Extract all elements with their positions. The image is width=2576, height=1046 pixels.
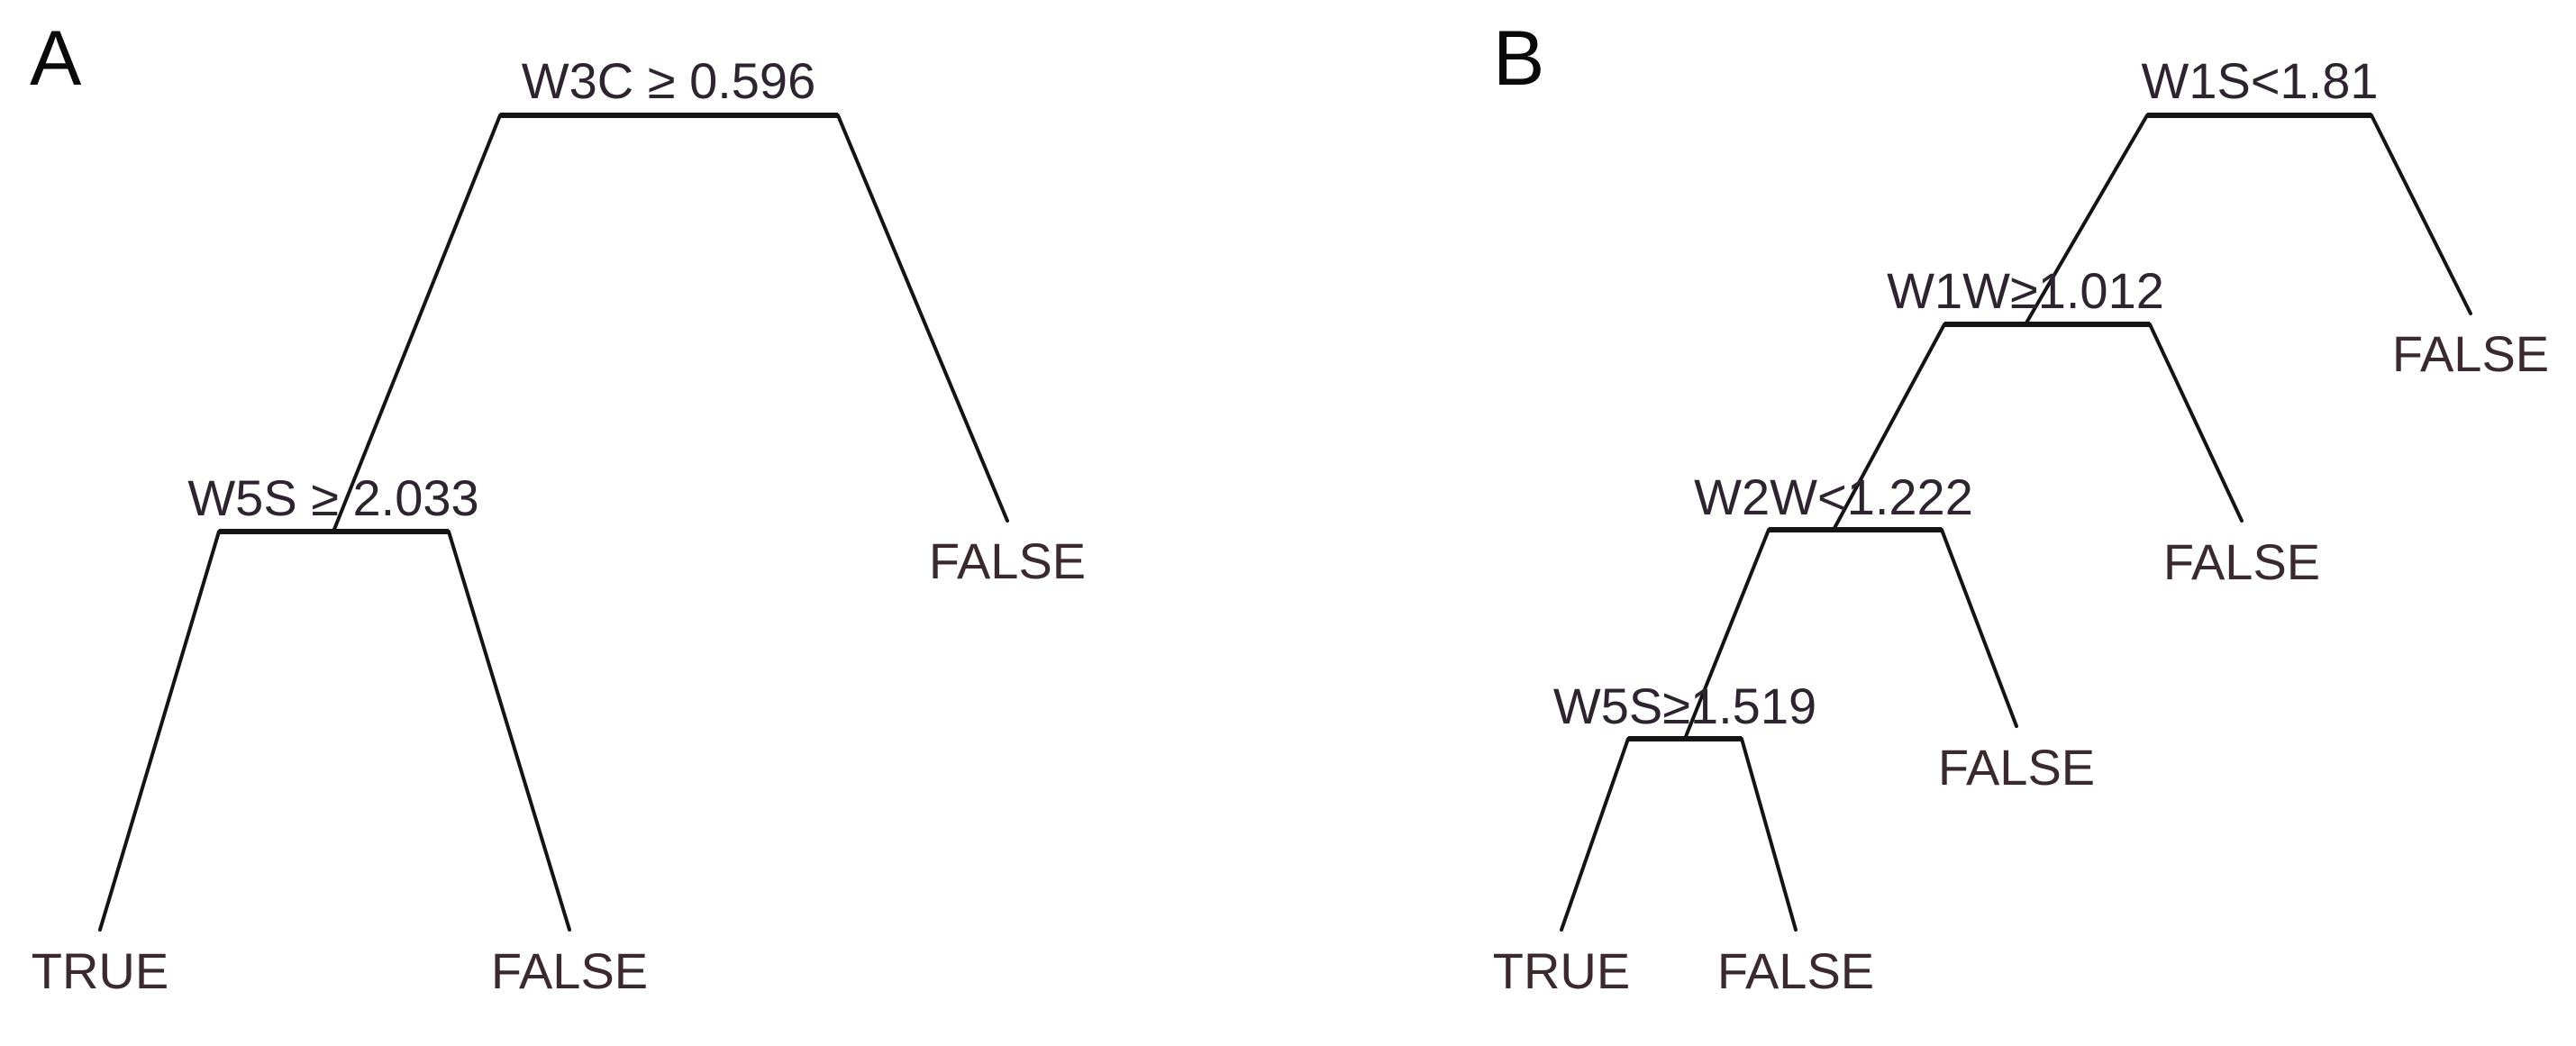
leaf-label-false: FALSE [2391,325,2550,382]
tree-edge-b-n2-right [2148,323,2244,523]
leaf-label-false: FALSE [928,532,1087,589]
tree-edge-a-root-right [836,114,1009,523]
tree-edge-b-n3-left [1683,528,1770,741]
leaf-label-true: TRUE [31,942,169,999]
split-condition-label: W1W≥1.012 [1887,262,2164,319]
panel-letter-a: A [30,15,82,102]
tree-edge-b-root-right [2370,114,2472,315]
leaf-label-false: FALSE [1716,942,1875,999]
tree-edge-a-n2-left [98,530,221,932]
leaf-label-false: FALSE [1937,739,2096,796]
split-condition-label: W3C ≥ 0.596 [521,52,816,109]
tree-edge-b-root-left [2024,114,2149,326]
leaf-label-false: FALSE [490,942,649,999]
tree-edge-a-n2-right [447,530,571,932]
split-condition-label: W2W<1.222 [1694,468,1973,525]
tree-edge-a-root-left [332,114,502,533]
split-condition-label: W5S≥1.519 [1552,678,1817,734]
tree-edge-b-n3-right [1940,528,2018,728]
leaf-label-false: FALSE [2162,533,2321,590]
tree-edge-b-n4-left [1560,737,1630,932]
split-condition-label: W5S ≥ 2.033 [187,469,479,526]
panel-letter-b: B [1493,15,1545,102]
split-condition-label: W1S<1.81 [2141,52,2379,109]
node-split-bars [219,113,2371,741]
edges-group [98,114,2472,932]
leaf-label-true: TRUE [1492,942,1631,999]
tree-edge-b-n4-right [1740,737,1798,932]
tree-edge-b-n2-left [1832,323,1946,532]
